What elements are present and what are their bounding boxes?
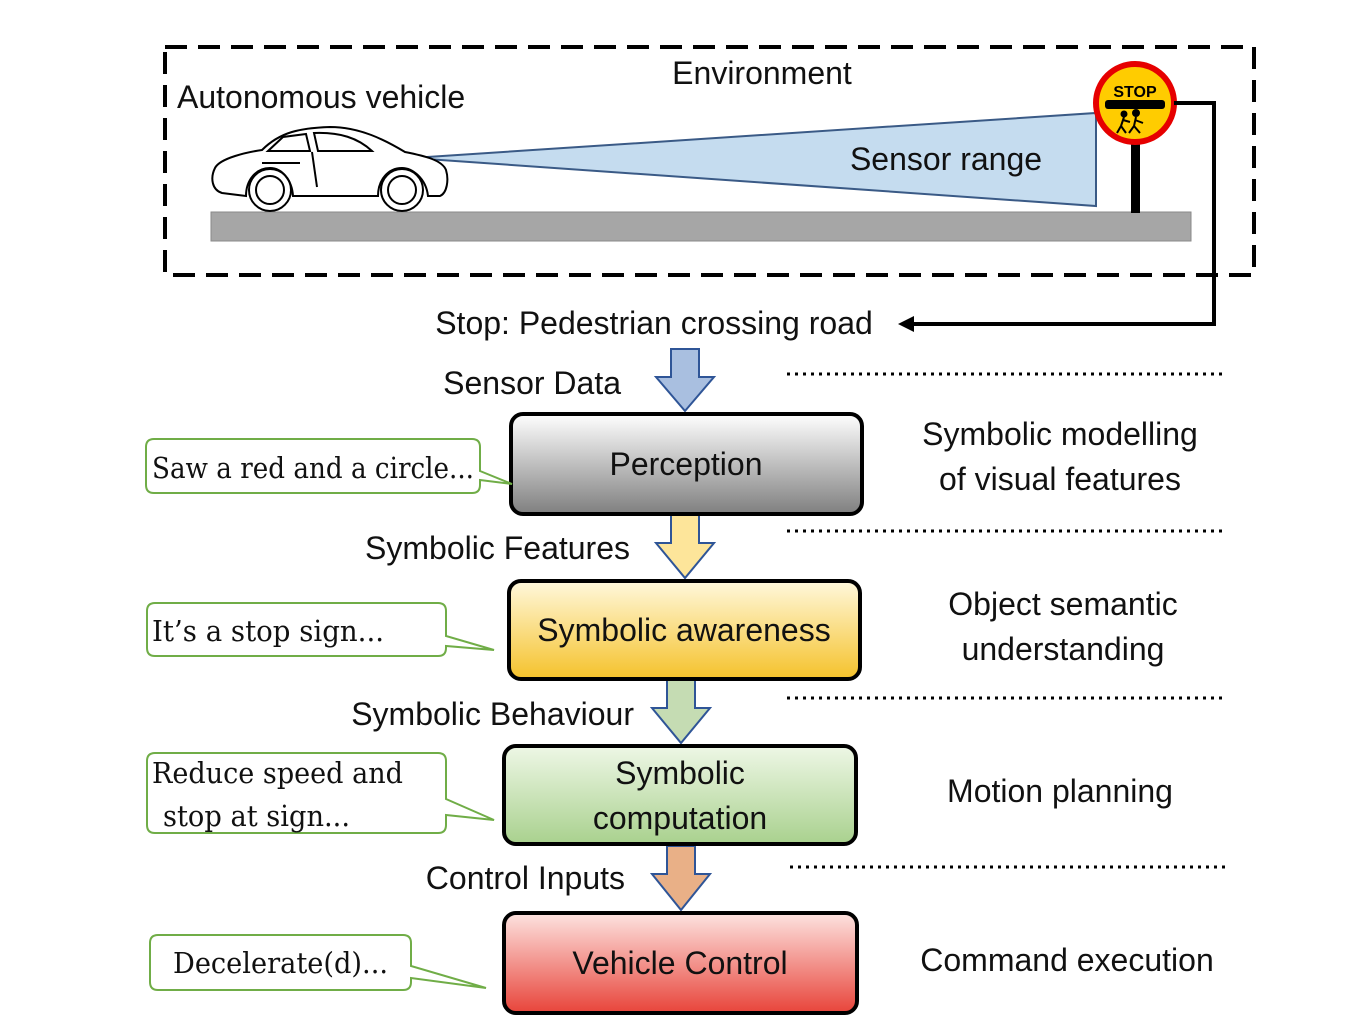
stage-label-computation-line2: computation [593,800,767,836]
signal-arrowhead [898,316,914,332]
stage-label-awareness: Symbolic awareness [537,612,830,648]
signal-label: Stop: Pedestrian crossing road [435,305,873,341]
callout-perception: Saw a red and a circle... [145,438,513,494]
flow-label-sensor-data: Sensor Data [443,365,621,401]
stage-box-perception [509,412,864,516]
environment-title: Environment [672,55,852,91]
stage-label-control: Vehicle Control [572,945,787,981]
vehicle-label: Autonomous vehicle [177,79,465,115]
description-control: Command execution [920,942,1213,978]
layer-separators [787,372,1228,869]
environment-boundary [163,45,1256,277]
arrow-symbolic-features [653,514,717,580]
arrow-symbolic-behaviour [649,679,713,745]
arrow-control-inputs [649,845,713,912]
arrow-sensor-data [653,348,717,413]
sensor-range-cone [411,111,1097,208]
signal-connector [912,101,1216,326]
stage-box-awareness [507,579,862,681]
callout-computation-line2: stop at sign... [163,799,350,833]
stop-sign-icon: STOP [1093,61,1177,213]
description-computation: Motion planning [947,773,1173,809]
flow-label-control-inputs: Control Inputs [426,860,625,896]
description-perception-line1: Symbolic modelling [922,416,1198,452]
stage-label-perception: Perception [610,446,763,482]
description-awareness-line2: understanding [962,631,1165,667]
description-awareness-line1: Object semantic [948,586,1177,622]
flow-label-symbolic-features: Symbolic Features [365,530,630,566]
callout-awareness-text: It’s a stop sign... [152,614,384,648]
callout-control: Decelerate(d)... [149,934,487,991]
stage-label-computation-line1: Symbolic [615,755,745,791]
stage-box-control [502,911,859,1015]
road [210,211,1192,242]
callout-control-text: Decelerate(d)... [173,946,388,980]
callout-awareness: It’s a stop sign... [146,602,495,657]
description-perception-line2: of visual features [939,461,1181,497]
car-icon [211,125,449,212]
callout-computation-line1: Reduce speed and [152,756,403,790]
flow-label-symbolic-behaviour: Symbolic Behaviour [351,696,634,732]
callout-perception-text: Saw a red and a circle... [152,451,474,485]
stop-sign-text: STOP [1113,84,1157,101]
sensor-range-label: Sensor range [850,141,1042,177]
stage-box-computation [502,744,858,846]
callout-computation: Reduce speed and stop at sign... [146,752,495,834]
